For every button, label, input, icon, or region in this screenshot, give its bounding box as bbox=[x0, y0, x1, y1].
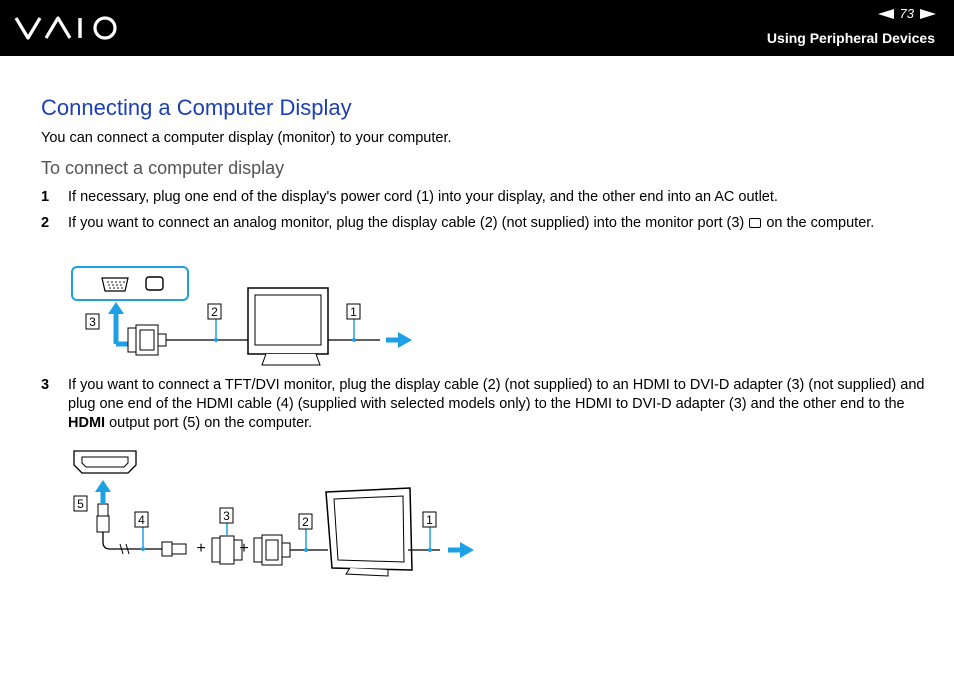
section-title: Using Peripheral Devices bbox=[766, 30, 935, 46]
svg-text:+: + bbox=[196, 540, 205, 557]
right-arrow-icon bbox=[386, 332, 412, 348]
svg-text:3: 3 bbox=[89, 315, 96, 329]
callout-1: 1 bbox=[346, 303, 361, 320]
svg-text:4: 4 bbox=[138, 513, 145, 527]
vga-cable-connector bbox=[127, 324, 167, 356]
callout-2: 2 bbox=[298, 513, 313, 530]
step-text: If you want to connect an analog monitor… bbox=[68, 215, 875, 231]
svg-text:5: 5 bbox=[77, 497, 84, 511]
dvi-monitor-diagram: 5 4 + 3 + 2 bbox=[73, 450, 474, 577]
svg-text:1: 1 bbox=[350, 305, 357, 319]
computer-port-panel bbox=[71, 266, 189, 301]
hdmi-port-icon bbox=[73, 450, 137, 474]
step-text: If necessary, plug one end of the displa… bbox=[68, 189, 778, 205]
page-navigation: 73 bbox=[877, 6, 936, 21]
hdmi-to-dvi-adapter bbox=[211, 535, 243, 565]
step-number: 2 bbox=[41, 215, 50, 231]
step-text: If you want to connect a TFT/DVI monitor… bbox=[68, 377, 925, 431]
svg-text:+: + bbox=[239, 540, 248, 557]
svg-text:2: 2 bbox=[211, 305, 218, 319]
svg-text:3: 3 bbox=[223, 509, 230, 523]
page-number: 73 bbox=[899, 6, 914, 21]
step-number: 1 bbox=[41, 189, 50, 205]
callout-2: 2 bbox=[207, 303, 222, 320]
dvi-cable-connector bbox=[253, 534, 291, 566]
svg-text:2: 2 bbox=[302, 515, 309, 529]
intro-text: You can connect a computer display (moni… bbox=[41, 130, 452, 146]
vaio-logo bbox=[14, 16, 117, 40]
monitor-port-symbol-icon bbox=[145, 276, 164, 291]
up-arrow-icon bbox=[95, 480, 111, 503]
step-number: 3 bbox=[41, 377, 50, 393]
callout-3: 3 bbox=[219, 507, 234, 524]
hdmi-cable bbox=[102, 541, 162, 550]
up-arrow-icon bbox=[108, 302, 128, 347]
svg-text:1: 1 bbox=[426, 513, 433, 527]
monitor-port-icon bbox=[749, 218, 762, 228]
monitor-icon bbox=[247, 287, 329, 366]
right-arrow-icon bbox=[448, 542, 474, 558]
callout-3: 3 bbox=[85, 313, 100, 330]
page-title: Connecting a Computer Display bbox=[41, 95, 352, 120]
vga-port-icon bbox=[101, 277, 129, 292]
callout-1: 1 bbox=[422, 511, 437, 528]
analog-monitor-diagram: 3 2 1 bbox=[71, 266, 412, 366]
page-header: 73 Using Peripheral Devices bbox=[0, 0, 954, 56]
callout-5: 5 bbox=[73, 495, 88, 512]
next-page-arrow-icon[interactable] bbox=[920, 8, 936, 19]
previous-page-arrow-icon[interactable] bbox=[877, 8, 894, 19]
tft-monitor-icon bbox=[325, 487, 413, 577]
procedure-title: To connect a computer display bbox=[41, 158, 285, 178]
callout-4: 4 bbox=[134, 511, 149, 528]
